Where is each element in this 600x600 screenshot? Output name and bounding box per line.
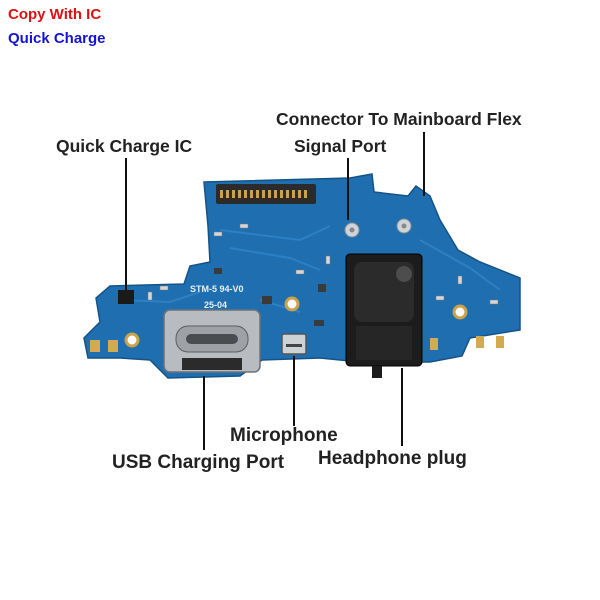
copy-with-ic-badge: Copy With IC (8, 6, 102, 23)
usb-charging-port (163, 309, 261, 373)
signal-port-pads (344, 218, 412, 238)
date-silkscreen: 25-04 (204, 300, 227, 310)
mounting-holes (124, 296, 468, 348)
quick-charge-ic-label: Quick Charge IC (56, 136, 193, 156)
headphone-jack (345, 253, 423, 378)
signal-port-label: Signal Port (294, 136, 387, 156)
usb-port-label: USB Charging Port (112, 452, 285, 473)
mainboard-flex-connector (216, 184, 316, 204)
connector-label: Connector To Mainboard Flex (276, 109, 522, 129)
model-silkscreen: STM-5 94-V0 (190, 284, 244, 294)
microphone-label: Microphone (230, 425, 338, 446)
quick-charge-badge: Quick Charge (8, 30, 106, 47)
quick-charge-ic-chip (118, 290, 134, 304)
headphone-label: Headphone plug (318, 448, 467, 469)
